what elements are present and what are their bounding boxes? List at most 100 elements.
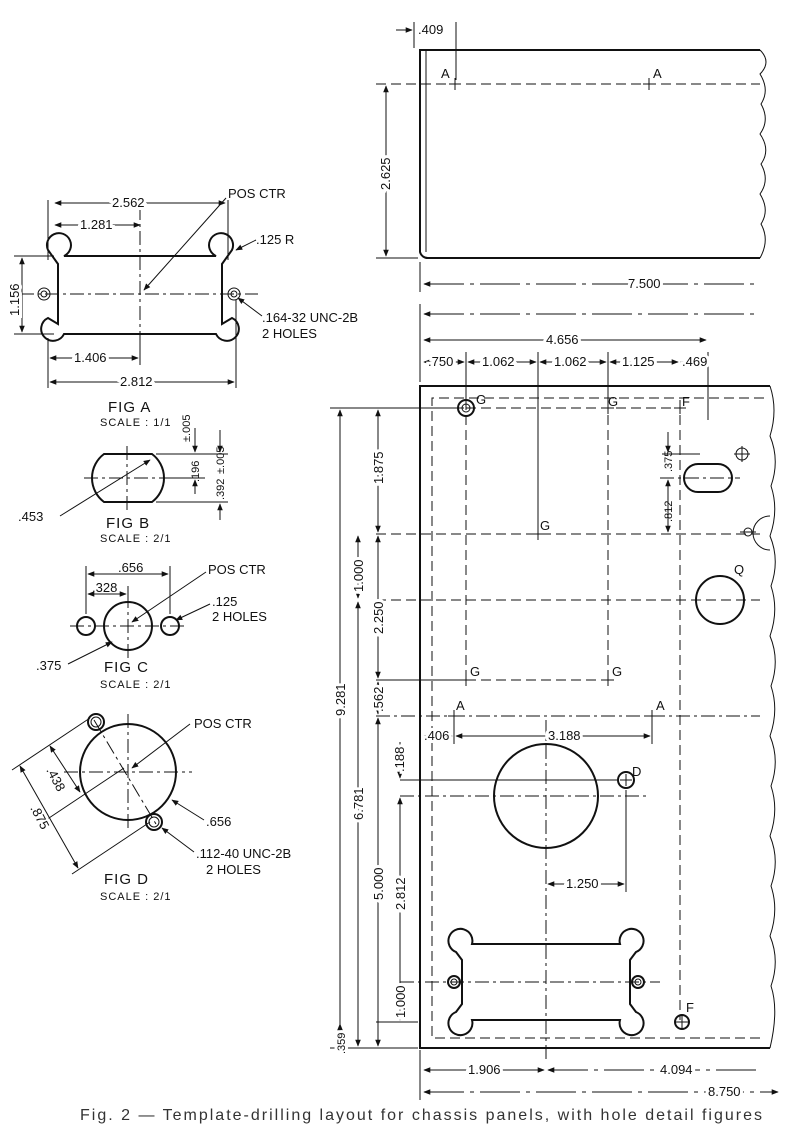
fig-d-hole-lower [145, 813, 163, 831]
dim-1250: 1.250 [566, 876, 599, 891]
hole-right-small [734, 446, 750, 462]
note-holes-c: 2 HOLES [212, 609, 267, 624]
dim-375m: .375 [663, 451, 675, 472]
fig-b-title: FIG B [106, 515, 150, 532]
note-holes-d: 2 HOLES [206, 862, 261, 877]
dim-375c: .375 [36, 658, 61, 673]
fig-d-hole-upper [87, 713, 105, 731]
dim-406: .406 [424, 728, 449, 743]
dim-125: .125 [212, 594, 237, 609]
marker-f1: F [674, 394, 690, 414]
dim-453: .453 [18, 509, 43, 524]
marker-g3: G [532, 518, 550, 540]
svg-text:G: G [470, 664, 480, 679]
dim-1156: 1.156 [7, 283, 22, 316]
fig-b-scale: SCALE : 2/1 [100, 533, 172, 545]
dim-3188: 3.188 [548, 728, 581, 743]
hole-q: Q [695, 562, 745, 625]
marker-a2: A [646, 698, 665, 722]
dim-875: .875 [27, 802, 52, 831]
dim-188: .188 [392, 747, 407, 772]
fig-a-title: FIG A [108, 399, 151, 416]
dim-9281: 9.281 [333, 683, 348, 716]
svg-text:G: G [540, 518, 550, 533]
svg-text:G: G [476, 392, 486, 407]
dim-196: .196 [190, 461, 202, 482]
dim-562: .562 [371, 687, 386, 712]
dim-409: .409 [418, 22, 443, 37]
note-radius: .125 R [256, 232, 294, 247]
fig-d-scale: SCALE : 2/1 [100, 891, 172, 903]
fig-d-title: FIG D [104, 871, 149, 888]
svg-text:Q: Q [734, 562, 744, 577]
note-pos-ctr-a: POS CTR [228, 186, 286, 201]
rect-cutout [447, 927, 645, 1037]
fig-c: .656 .328 POS CTR .125 2 HOLES .375 FIG … [36, 560, 267, 691]
marker-a-top-left: A [441, 66, 461, 90]
fig-a: 2.562 1.281 1.156 1.406 2.812 POS CTR .1… [4, 186, 358, 429]
fig-b: .196 ±.005 .392 ±.005 .453 FIG B SCALE :… [18, 415, 228, 545]
hole-d: D [617, 764, 641, 789]
dim-1000b: 1.000 [393, 985, 408, 1018]
dim-656d: .656 [206, 814, 231, 829]
hole-g1: G [457, 392, 486, 417]
dim-4656: 4.656 [546, 332, 579, 347]
dim-1125: 1.125 [622, 354, 655, 369]
dim-812: .812 [663, 501, 675, 522]
fig-d: .438 .875 POS CTR .656 .112-40 UNC-2B 2 … [11, 713, 291, 903]
dim-7500: 7.500 [628, 276, 661, 291]
svg-text:A: A [456, 698, 465, 713]
fig-a-hole-left [37, 287, 51, 301]
slot-hole [660, 463, 740, 493]
note-pos-ctr-c: POS CTR [208, 562, 266, 577]
note-pos-ctr-d: POS CTR [194, 716, 252, 731]
note-holes-a: 2 HOLES [262, 326, 317, 341]
dim-2812m: 2.812 [393, 877, 408, 910]
dim-750: .750 [428, 354, 453, 369]
hole-right-tiny [740, 527, 756, 537]
dim-1000: 1.000 [351, 559, 366, 592]
fig-a-hole-right [227, 287, 241, 301]
marker-a-top-right: A [643, 66, 662, 90]
dim-656c: .656 [118, 560, 143, 575]
fig-b-hole [91, 453, 165, 503]
dim-5000: 5.000 [371, 867, 386, 900]
svg-text:G: G [608, 394, 618, 409]
fig-a-cutout [40, 232, 240, 342]
dim-1875: 1.875 [371, 451, 386, 484]
svg-text:F: F [686, 1000, 694, 1015]
marker-a1: A [448, 698, 465, 722]
svg-text:F: F [682, 394, 690, 409]
note-tap-a: .164-32 UNC-2B [262, 310, 358, 325]
hole-f2: F [674, 1000, 694, 1030]
cutout-hole-right [631, 975, 645, 989]
figure-caption: Fig. 2 — Template-drilling layout for ch… [80, 1107, 764, 1124]
top-panel: .409 2.625 A A 7.500 [375, 22, 767, 294]
svg-text:G: G [612, 664, 622, 679]
dim-1062b: 1.062 [554, 354, 587, 369]
svg-text:A: A [441, 66, 450, 81]
tol-196: ±.005 [181, 415, 193, 442]
fig-a-scale: SCALE : 1/1 [100, 417, 172, 429]
fig-c-title: FIG C [104, 659, 149, 676]
cutout-hole-left [447, 975, 461, 989]
dim-1406: 1.406 [74, 350, 107, 365]
dim-328: .328 [92, 580, 117, 595]
dim-1906: 1.906 [468, 1062, 501, 1077]
tol-392: ±.005 [215, 447, 227, 474]
dim-1281: 1.281 [80, 217, 113, 232]
marker-g5: G [602, 664, 622, 686]
dim-2812: 2.812 [120, 374, 153, 389]
dim-2562: 2.562 [112, 195, 145, 210]
main-panel: 4.656 .750 1.062 1.062 1.125 .469 G G [330, 304, 779, 1102]
dim-359: .359 [336, 1033, 348, 1054]
dim-6781: 6.781 [351, 787, 366, 820]
dim-392: .392 [215, 479, 227, 500]
dim-2625: 2.625 [378, 157, 393, 190]
dim-1062a: 1.062 [482, 354, 515, 369]
dim-469: .469 [682, 354, 707, 369]
marker-g4: G [460, 664, 480, 686]
svg-text:A: A [653, 66, 662, 81]
svg-text:D: D [632, 764, 641, 779]
